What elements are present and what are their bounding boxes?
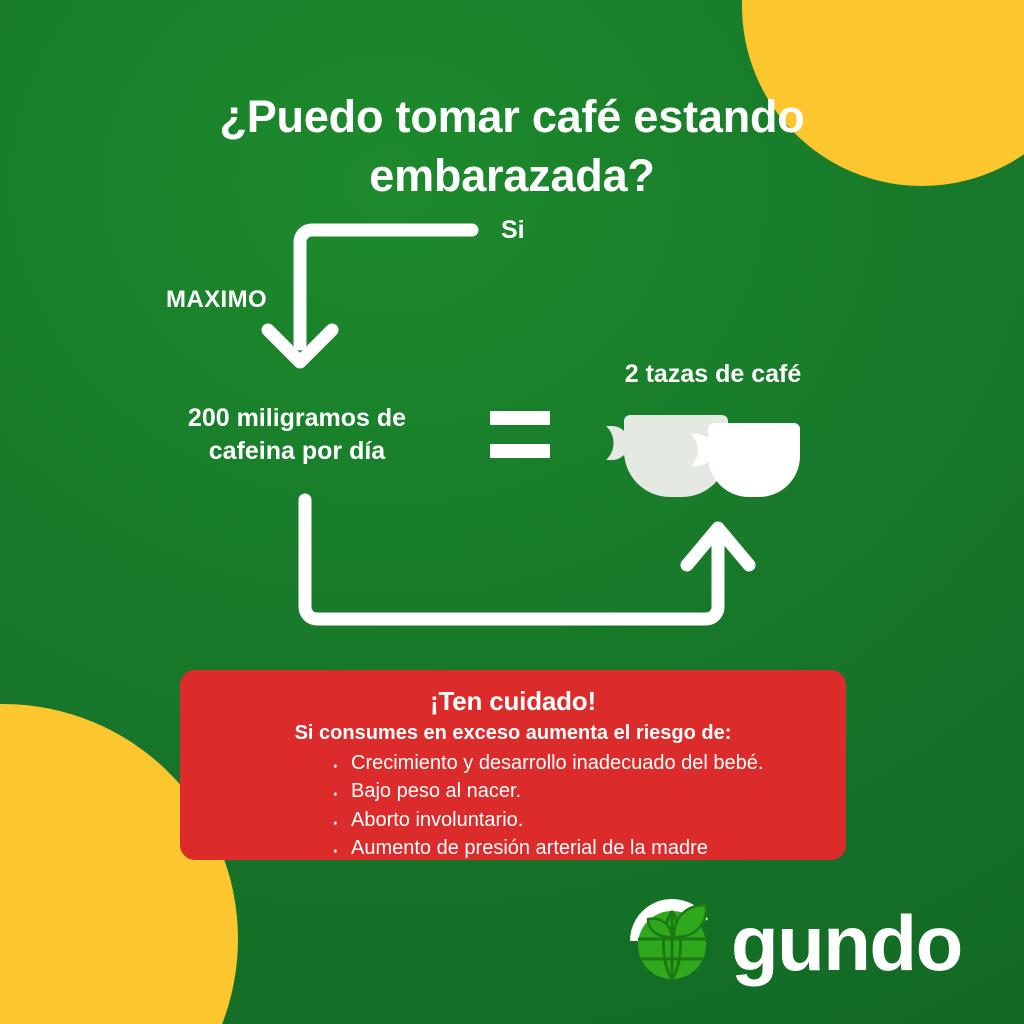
list-item: Aborto involuntario.	[328, 803, 820, 840]
warning-risk-list: Crecimiento y desarrollo inadecuado del …	[206, 746, 820, 869]
list-item: Crecimiento y desarrollo inadecuado del …	[328, 746, 820, 783]
globe-leaf-icon	[630, 898, 708, 980]
flow-label-yes: Si	[501, 216, 525, 244]
warning-title: ¡Ten cuidado!	[430, 686, 596, 716]
list-item: Aumento de presión arterial de la madre	[328, 831, 820, 868]
arrow-up-to-cups	[298, 493, 756, 626]
flow-label-dose: 200 miligramos de cafeina por día	[187, 404, 407, 466]
coffee-cup-front-icon	[691, 423, 800, 497]
equals-sign-icon	[490, 411, 550, 458]
warning-card: ¡Ten cuidado! Si consumes en exceso aume…	[180, 670, 846, 869]
equals-bar-top	[490, 411, 550, 425]
flow-label-cups: 2 tazas de café	[624, 360, 802, 388]
coffee-cups-illustration	[600, 392, 810, 497]
brand-logo: gundo	[624, 893, 963, 989]
equals-bar-bottom	[490, 444, 550, 458]
page-title: ¿Puedo tomar café estando embarazada?	[219, 91, 805, 201]
flow-label-maximum: MAXIMO	[166, 286, 268, 313]
list-item: Bajo peso al nacer.	[328, 774, 820, 811]
warning-subtitle: Si consumes en exceso aumenta el riesgo …	[294, 722, 732, 744]
arrow-down-to-dose	[261, 223, 479, 369]
brand-name: gundo	[731, 899, 963, 987]
